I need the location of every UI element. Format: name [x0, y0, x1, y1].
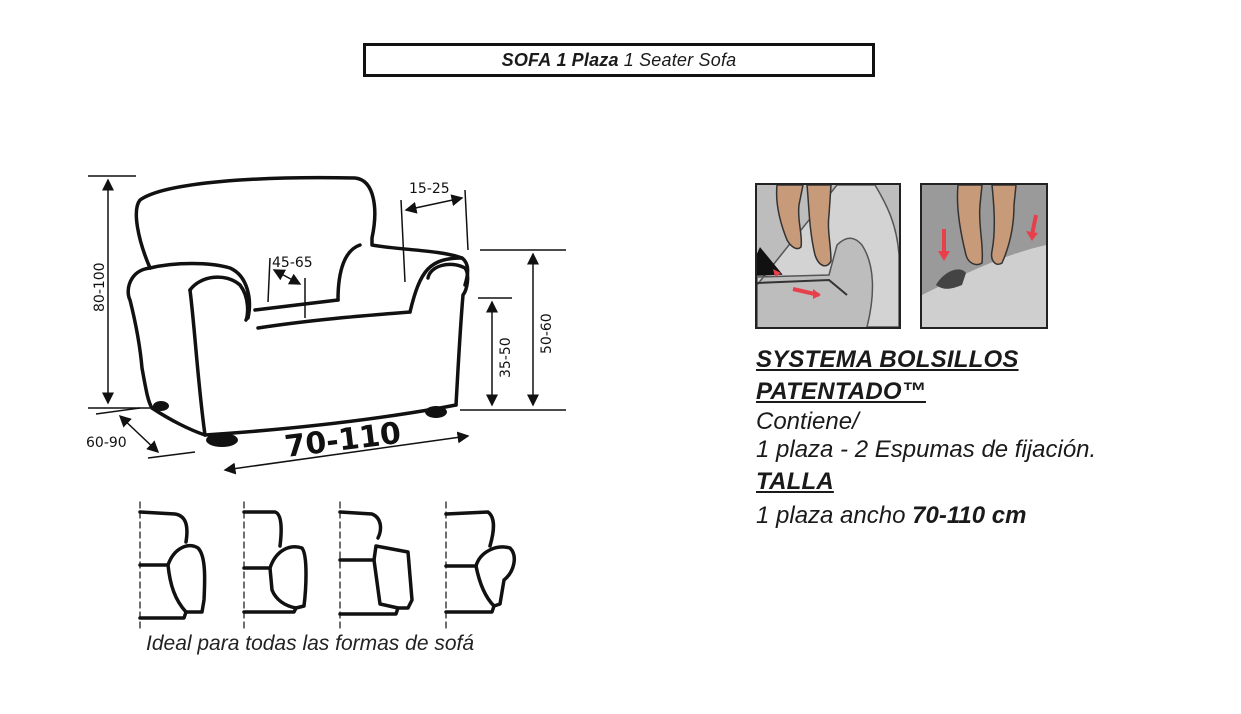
heading-pocket-system: SYSTEMA BOLSILLOS	[756, 346, 1019, 373]
size-prefix: 1 plaza ancho	[756, 502, 906, 529]
variant-square-arm	[242, 501, 308, 629]
label-arm-height: 50-60	[539, 313, 555, 354]
product-title-box: SOFA 1 Plaza 1 Seater Sofa	[363, 43, 875, 77]
title-plaza: Plaza	[571, 49, 619, 70]
photo-insert-foam-left	[755, 183, 901, 329]
title-english: 1 Seater Sofa	[623, 49, 737, 70]
title-sofa: SOFA	[501, 49, 552, 70]
hands-pushing-foam-image	[922, 185, 1046, 327]
armchair-drawing	[126, 175, 470, 437]
label-armrest-width: 15-25	[409, 181, 450, 197]
heading-patented: PATENTADO™	[756, 378, 926, 405]
label-seat-depth: 45-65	[272, 255, 313, 271]
variant-scroll-arm	[444, 501, 516, 629]
size-value: 70-110 cm	[912, 502, 1027, 529]
size-line: 1 plaza ancho 70-110 cm	[756, 502, 1226, 530]
product-info: SYSTEMA BOLSILLOS PATENTADO™ Contiene/ 1…	[756, 344, 1226, 530]
title-number: 1	[556, 49, 567, 70]
hands-tucking-cover-image	[757, 185, 899, 327]
variant-box-arm	[338, 501, 414, 629]
contains-label: Contiene/	[756, 408, 859, 435]
label-width: 70-110	[283, 416, 403, 465]
shape-caption: Ideal para todas las formas de sofá	[146, 632, 475, 655]
heading-size: TALLA	[756, 468, 834, 495]
photo-insert-foam-right	[920, 183, 1048, 329]
label-height-total: 80-100	[92, 262, 108, 312]
label-seat-height: 35-50	[498, 337, 514, 378]
dimension-lines	[88, 175, 566, 475]
variant-rounded-arm	[138, 501, 207, 629]
label-depth: 60-90	[86, 435, 127, 451]
sofa-shape-variants	[138, 501, 516, 629]
contains-line: 1 plaza - 2 Espumas de fijación.	[756, 436, 1097, 463]
